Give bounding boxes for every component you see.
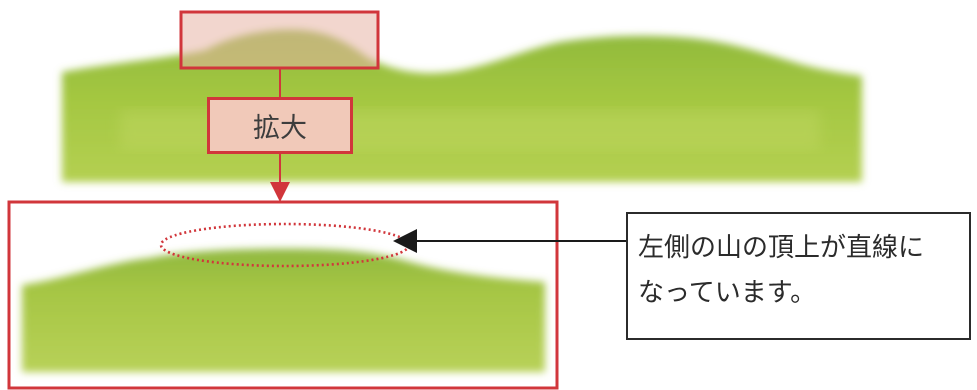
callout-line-2: なっています。 (638, 278, 817, 308)
callout-line-1: 左側の山の頂上が直線に (638, 233, 925, 263)
zoom-source-highlight (179, 10, 380, 70)
zoom-label: 拡大 (253, 113, 307, 144)
magnified-view (7, 200, 559, 390)
zoom-label-box: 拡大 (207, 97, 353, 154)
callout-box: 左側の山の頂上が直線に なっています。 (626, 212, 971, 340)
